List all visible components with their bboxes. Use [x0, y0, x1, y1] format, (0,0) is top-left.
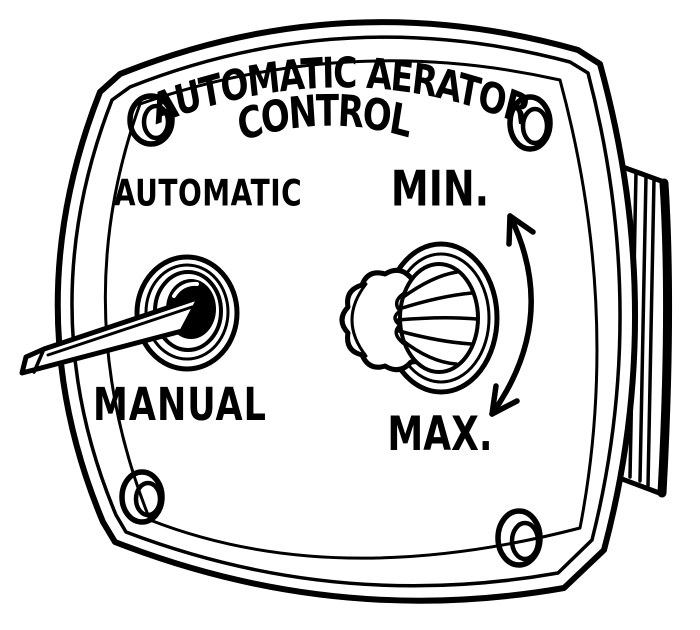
rotation-arrow-icon: [489, 213, 536, 417]
knob-icon: [339, 241, 500, 395]
knob-label-max: MAX.: [387, 406, 492, 461]
knob-flutes: [393, 270, 479, 366]
toggle-switch-icon: [19, 254, 240, 376]
mounting-hole-top-left-icon: [127, 93, 175, 147]
mounting-hole-bottom-right-icon: [495, 508, 543, 568]
mounting-hole-bottom-left-icon: [119, 469, 165, 525]
knob-skirt-inner-line: [350, 282, 368, 358]
control-labels: AUTOMATIC MANUAL MIN. MAX.: [93, 161, 493, 461]
housing-right-edge: [657, 178, 673, 498]
toggle-lever-icon: [19, 294, 203, 376]
toggle-label-manual: MANUAL: [93, 377, 267, 431]
mounting-hole-top-right-icon: [507, 94, 553, 152]
faceplate-face-line: [103, 59, 599, 560]
knob-label-min: MIN.: [391, 161, 489, 218]
toggle-label-automatic: AUTOMATIC: [114, 172, 302, 215]
faceplate-bezel-line: [70, 35, 622, 588]
